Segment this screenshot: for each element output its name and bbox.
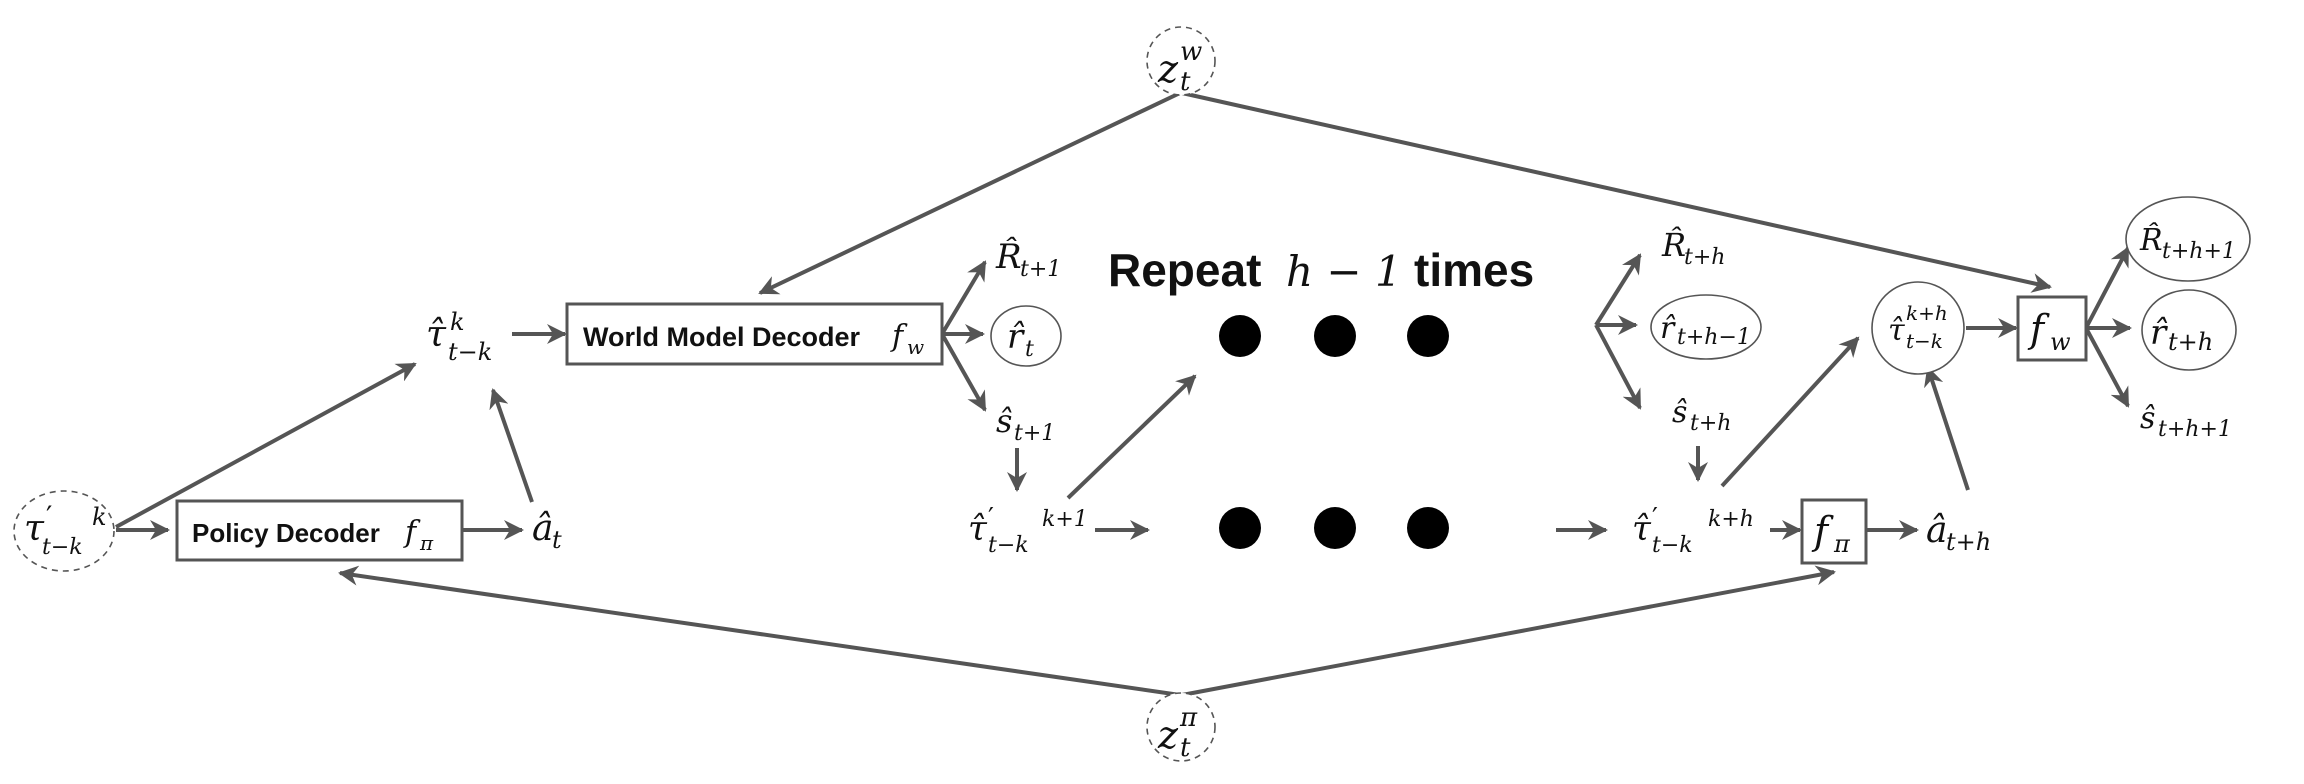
edge-wm-to-s [940, 333, 987, 412]
tau-hat-sup: k [450, 308, 465, 336]
node-s-th1: ŝ t+h+1 [2140, 401, 2232, 442]
edges [115, 91, 2132, 697]
edge-wm-to-R [940, 260, 987, 336]
tau-prime-mark: ′ [46, 500, 52, 533]
node-R-th1: R̂ t+h+1 [2125, 196, 2251, 282]
edge-ath-to-tauhat-kh [1924, 366, 1970, 491]
a-th-sub: t+h [1946, 528, 1991, 556]
policy-decoder-func-sub: π [419, 531, 434, 555]
tau-hat-kh-base: τ̂ [1888, 313, 1905, 348]
edge-fw-to-R-th1 [2084, 246, 2130, 329]
world-model-func-sub: w [907, 335, 924, 359]
repeat-prefix: Repeat [1108, 244, 1261, 296]
tau-hat-kh-sup: k+h [1906, 301, 1948, 325]
s-t1-sub: t+1 [1014, 421, 1055, 446]
node-tau-prime-kh: τ̂ ′ t−k k+h [1632, 503, 1754, 558]
edge-zpi-to-policy [338, 565, 1181, 697]
fw-func-sub: w [2050, 328, 2071, 356]
r-t-base: r̂ [1007, 317, 1025, 357]
R-th-base: R̂ [1661, 226, 1686, 264]
node-tau-prime-input: τ ′ t−k k [13, 490, 115, 572]
R-th-sub: t+h [1684, 245, 1725, 270]
a-t-sub: t [552, 526, 562, 554]
s-t1-base: ŝ [996, 402, 1012, 440]
tau-prime-base: τ [24, 508, 45, 549]
tau-prime-k1-base: τ̂ [968, 509, 988, 549]
world-model-decoder-box: World Model Decoder f w [565, 302, 944, 366]
node-a-t: â t [532, 508, 562, 554]
node-tau-prime-k1: τ̂ ′ t−k k+1 [968, 503, 1088, 558]
tau-hat-kh-sub: t−k [1906, 329, 1943, 353]
edge-zw-to-fw [1181, 91, 2052, 293]
edge-tauprime-kh-to-tauhat-kh [1720, 336, 1860, 488]
fpi-box: f π [1800, 498, 1868, 565]
tau-prime-k1-sup: k+1 [1042, 507, 1088, 532]
ellipsis-dots-top [1219, 315, 1449, 357]
r-t-sub: t [1025, 337, 1034, 362]
node-z-w: z w t [1146, 26, 1216, 97]
R-t1-base: R̂ [995, 236, 1022, 277]
edge-zpi-to-fpi [1181, 565, 1836, 697]
z-pi-sub: t [1180, 733, 1191, 763]
s-th-base: ŝ [1672, 395, 1687, 430]
node-r-t: r̂ t [990, 305, 1062, 367]
r-th-sub: t+h [2168, 328, 2213, 356]
R-th1-sub: t+h+1 [2162, 239, 2236, 264]
repeat-math: h − 1 [1286, 247, 1402, 296]
node-a-th: â t+h [1926, 510, 1991, 556]
R-th1-base: R̂ [2139, 223, 2163, 258]
tau-prime-kh-sub: t−k [1652, 533, 1693, 558]
r-th1-sub: t+h−1 [1677, 325, 1751, 350]
z-w-sub: t [1180, 67, 1191, 97]
node-tau-hat-kh: τ̂ k+h t−k [1871, 281, 1965, 375]
tau-hat-base: τ̂ [426, 314, 447, 355]
edge-fan-to-s-th [1594, 324, 1642, 410]
node-s-th: ŝ t+h [1672, 395, 1731, 436]
edge-at-to-tauhat [489, 388, 534, 503]
fw-box: f w [2016, 295, 2088, 362]
edge-fan-to-R-th [1594, 253, 1642, 327]
r-th-base: r̂ [2150, 313, 2168, 353]
tau-prime-sup: k [92, 503, 107, 531]
z-pi-base: z [1157, 713, 1179, 757]
repeat-label: Repeat h − 1 times [1108, 244, 1534, 296]
node-R-t1: R̂ t+1 [995, 236, 1061, 282]
a-th-base: â [1926, 510, 1947, 551]
tau-prime-k1-mark: ′ [988, 503, 994, 533]
world-model-label: World Model Decoder [583, 322, 861, 352]
edge-zw-to-world-model [758, 91, 1181, 295]
node-r-th1: r̂ t+h−1 [1650, 294, 1762, 360]
ellipsis-dots-bottom [1219, 507, 1449, 549]
z-w-base: z [1157, 47, 1179, 91]
edge-tauprime-to-tauhat [115, 362, 417, 529]
s-th-sub: t+h [1690, 411, 1731, 436]
tau-hat-sub: t−k [448, 338, 492, 366]
tau-prime-kh-mark: ′ [1652, 503, 1658, 533]
repeat-suffix: times [1414, 244, 1534, 296]
node-r-th: r̂ t+h [2141, 289, 2237, 371]
node-s-t1: ŝ t+1 [996, 402, 1055, 446]
s-th1-base: ŝ [2140, 401, 2155, 436]
tau-prime-kh-base: τ̂ [1632, 509, 1652, 549]
a-t-base: â [532, 508, 553, 549]
z-w-sup: w [1180, 37, 1202, 67]
z-pi-sup: π [1179, 703, 1198, 733]
tau-prime-k1-sub: t−k [988, 533, 1029, 558]
edge-tauprime-k1-to-repeat [1066, 374, 1197, 500]
node-z-pi: z π t [1146, 692, 1216, 763]
policy-decoder-label: Policy Decoder [192, 518, 380, 548]
node-tau-hat: τ̂ k t−k [426, 308, 492, 366]
R-t1-sub: t+1 [1020, 257, 1061, 282]
tau-prime-sub: t−k [42, 535, 83, 560]
edge-fw-to-s-th1 [2084, 327, 2130, 408]
node-R-th: R̂ t+h [1661, 226, 1725, 270]
s-th1-sub: t+h+1 [2158, 417, 2232, 442]
fpi-func-sub: π [1833, 530, 1851, 558]
r-th1-base: r̂ [1660, 311, 1676, 346]
policy-decoder-box: Policy Decoder f π [175, 499, 464, 562]
tau-prime-kh-sup: k+h [1708, 507, 1754, 532]
